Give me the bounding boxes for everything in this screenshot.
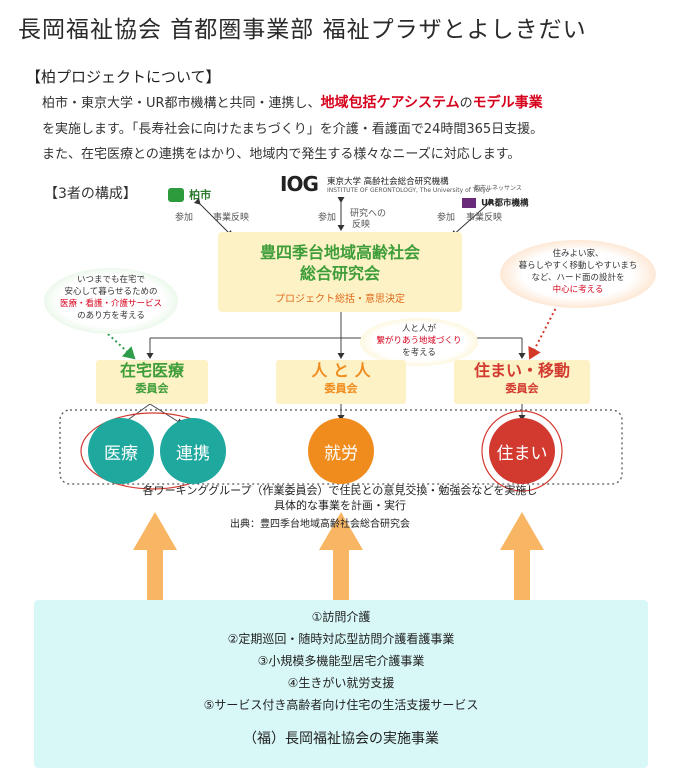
edge-label: 参加	[437, 213, 456, 223]
up-arrow-icon	[500, 512, 544, 600]
services-box: ①訪問介護 ②定期巡回・随時対応型訪問介護看護事業 ③小規模多機能型居宅介護事業…	[34, 600, 648, 768]
edge-kashiwa-center	[193, 197, 233, 237]
emphasis-text: 地域包括ケアシステム	[320, 95, 460, 111]
edge-label: 反映	[352, 220, 371, 230]
research-council-box: 豊四季台地域高齢社会 総合研究会 プロジェクト総括・意思決定	[218, 232, 462, 312]
service-item: ④生きがい就労支援	[287, 676, 395, 690]
utokyo-logo: IOG 東京大学 高齢社会総合研究機構 INSTITUTE OF GERONTO…	[280, 172, 490, 196]
note-home-care: いつまでも在宅で 安心して暮らせるための 医療・看護・介護サービス のあり方を考…	[44, 268, 178, 334]
intro-line-2: を実施します。「長寿社会に向けたまちづくり」を介護・看護面で24時間365日支援…	[42, 122, 544, 137]
committee-people: 人 と 人 委員会	[276, 360, 406, 404]
edge-label: 参加	[175, 213, 194, 223]
intro-line-1: 柏市・東京大学・UR都市機構と共同・連携し、地域包括ケアシステムのモデル事業	[42, 95, 543, 111]
up-arrow-icon	[133, 512, 177, 600]
group-collaboration: 連携	[160, 418, 226, 484]
emphasis-text: モデル事業	[472, 95, 543, 111]
iog-logo-icon: IOG	[280, 172, 319, 196]
edge-label: 研究への	[350, 209, 387, 219]
note-people: 人と人が 繋がりあう地域づくり を考える	[360, 318, 478, 366]
group-employment: 就労	[308, 418, 374, 484]
working-group-description: 各ワーキンググループ（作業委員会）で住民との意見交換・勉強会などを実施し 具体的…	[142, 484, 538, 512]
section-heading: 【柏プロジェクトについて】	[26, 68, 221, 86]
edge-ur-center	[451, 198, 495, 237]
group-medical: 医療	[88, 418, 154, 484]
services-footer: （福）長岡福祉協会の実施事業	[243, 731, 439, 747]
page-title: 長岡福祉協会 首都圏事業部 福祉プラザとよしきだい	[18, 17, 587, 43]
note-housing: 住みよい家、 暮らしやすく移動しやすいまち など、ハード面の設計を 中心に考える	[500, 240, 656, 308]
group-housing: 住まい	[489, 418, 555, 484]
kashiwa-emblem-icon	[168, 187, 184, 202]
intro-line-3: また、在宅医療との連携をはかり、地域内で発生する様々なニーズに対応します。	[42, 147, 521, 162]
service-item: ③小規模多機能型居宅介護事業	[257, 654, 425, 668]
edge-label: 事業反映	[213, 213, 250, 223]
service-item: ⑤サービス付き高齢者向け住宅の生活支援サービス	[203, 698, 479, 712]
edge-label: 事業反映	[466, 213, 503, 223]
edge-label: 参加	[318, 213, 337, 223]
committee-home-care: 在宅医療 委員会	[96, 360, 208, 404]
composition-label: 【3者の構成】	[44, 186, 137, 202]
source-citation: 出典：豊四季台地域高齢社会総合研究会	[230, 519, 410, 530]
working-group-box	[59, 409, 623, 485]
committee-housing: 住まい・移動 委員会	[454, 360, 590, 404]
up-arrow-icon	[319, 512, 363, 600]
service-item: ①訪問介護	[311, 610, 371, 624]
service-item: ②定期巡回・随時対応型訪問介護看護事業	[227, 632, 455, 646]
